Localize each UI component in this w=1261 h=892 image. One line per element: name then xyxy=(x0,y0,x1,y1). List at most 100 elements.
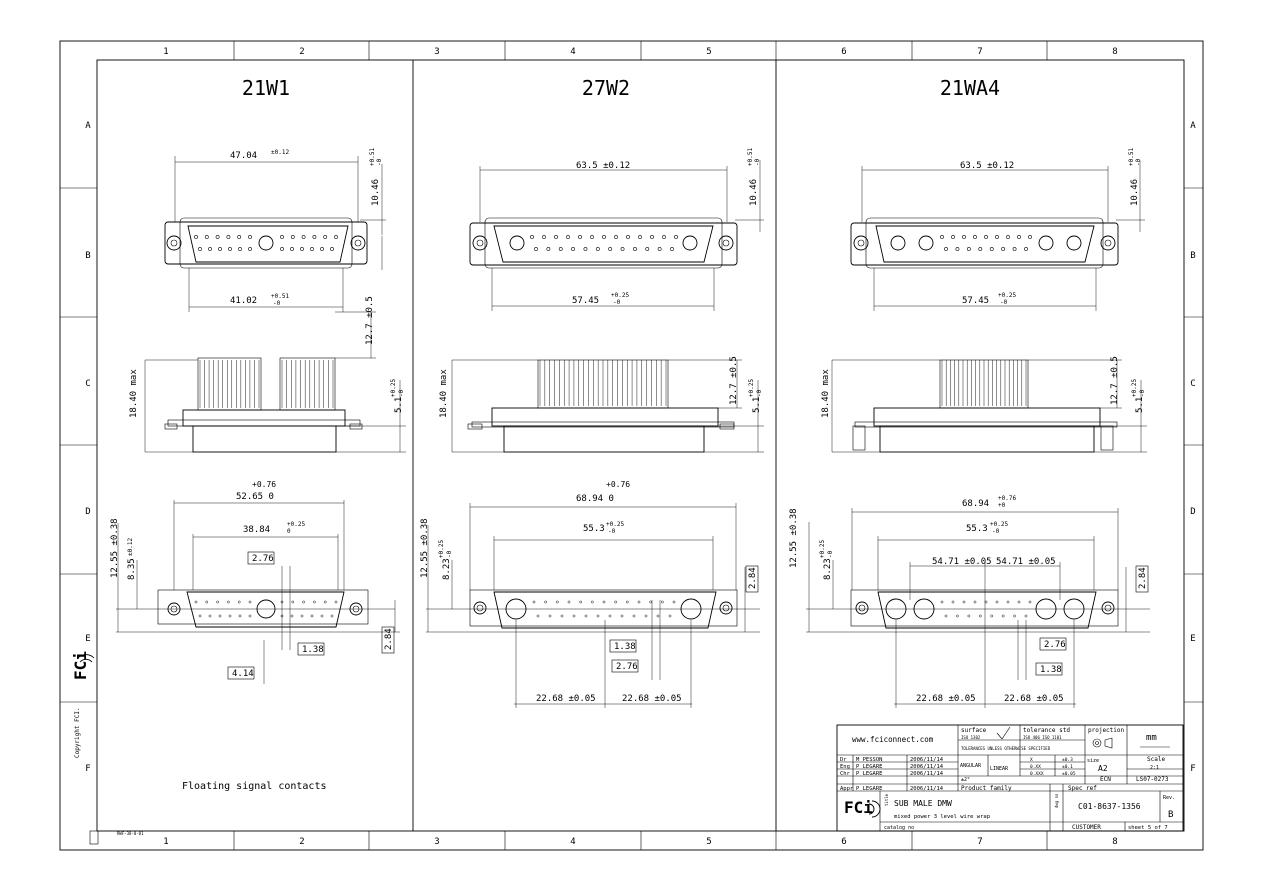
pin-icon xyxy=(302,600,305,604)
dim-cutout-width: 68.94 xyxy=(962,499,989,509)
pin-icon xyxy=(661,600,664,604)
pin-icon xyxy=(216,600,219,604)
pin-icon xyxy=(984,600,988,604)
approval-name: P LEGARE xyxy=(856,786,883,792)
pin-icon xyxy=(637,600,641,604)
dim-tol: +0.25 xyxy=(990,521,1008,528)
pin-icon xyxy=(291,600,295,604)
pin-icon xyxy=(1028,235,1032,239)
pin-icon xyxy=(238,247,242,251)
dim-tol: -0 xyxy=(398,389,405,397)
col-label-top: 4 xyxy=(570,47,575,57)
pin-icon xyxy=(620,614,624,618)
dim-tol: +0.25 xyxy=(998,292,1016,299)
pin-icon xyxy=(583,247,588,251)
power-contact-icon xyxy=(509,235,525,251)
dim-pitch: 22.68 ±0.05 xyxy=(916,694,976,704)
pin-icon xyxy=(542,235,546,239)
dim-box: 2.84 xyxy=(1138,567,1148,589)
pin-icon xyxy=(301,235,306,239)
fci-logo: FCi xyxy=(844,798,873,817)
panel-21wa4: 63.5 ±0.12 57.45 +0.25 -0 10.46 +0.51 -0 xyxy=(789,148,1150,708)
units-label: mm xyxy=(1146,733,1157,743)
website-link[interactable]: www.fciconnect.com xyxy=(852,735,934,744)
pin-icon xyxy=(978,247,983,251)
ecn-number: LS07-0273 xyxy=(1136,776,1169,783)
pin-icon xyxy=(1017,235,1021,239)
pin-icon xyxy=(649,600,652,604)
mounting-hole-icon xyxy=(166,235,182,251)
tol-row: 0.XXX xyxy=(1030,771,1044,777)
col-label-bottom: 5 xyxy=(706,837,711,847)
dim-flange: 5.1 xyxy=(394,397,404,413)
dim-pitch: 22.68 ±0.05 xyxy=(1004,694,1064,704)
pin-icon xyxy=(198,614,202,618)
row-label-right: C xyxy=(1190,379,1195,389)
approval-rows: Dr M PESSON 2006/11/14 Eng P LEGARE 2006… xyxy=(840,757,944,792)
dim-tol: -0 xyxy=(756,389,763,397)
pin-icon xyxy=(966,247,971,251)
dim-box: 1.38 xyxy=(614,642,636,652)
row-label-left: A xyxy=(85,121,91,131)
col-label-top: 2 xyxy=(299,47,304,57)
dim-box: 1.38 xyxy=(1040,665,1062,675)
pin-icon xyxy=(290,235,295,239)
pin-icon xyxy=(1028,600,1032,604)
pin-icon xyxy=(323,600,327,604)
dim-tol: -0 xyxy=(608,528,616,535)
dim-tol: +0.51 xyxy=(747,148,754,166)
pin-icon xyxy=(312,235,317,239)
projection-symbol-icon xyxy=(1092,737,1113,749)
dim-tol: +0.51 xyxy=(271,293,289,300)
pin-icon xyxy=(1013,614,1016,618)
dim-cutout-h2: 8.23 xyxy=(823,558,833,580)
dim-tol: -0 xyxy=(1000,299,1008,306)
pin-icon xyxy=(238,614,242,618)
pin-icon xyxy=(310,247,314,251)
dim-tol: +0.76 xyxy=(606,480,630,489)
dim-tol: +0.25 xyxy=(1131,379,1138,397)
approval-name: P LEGARE xyxy=(856,764,883,770)
pin-icon xyxy=(320,614,324,618)
pin-icon xyxy=(558,247,563,251)
col-label-top: 1 xyxy=(163,47,168,57)
fci-logo-left: FCi xyxy=(71,651,95,680)
pin-icon xyxy=(280,235,284,239)
linear-label: LINEAR xyxy=(990,766,1009,772)
mounting-hole-icon xyxy=(473,601,487,615)
scale-label: Scale xyxy=(1147,756,1165,763)
pin-icon xyxy=(237,235,242,239)
pin-icon xyxy=(602,235,606,239)
pin-icon xyxy=(567,600,571,604)
revision-value: B xyxy=(1168,810,1173,820)
dim-box: 2.76 xyxy=(252,554,274,564)
pin-icon xyxy=(556,600,559,604)
tolerance-std: ISO 406 ISO 1101 xyxy=(1023,735,1062,740)
mounting-hole-icon xyxy=(1100,235,1116,251)
logo-text: FCi xyxy=(71,651,90,680)
pin-icon xyxy=(534,247,538,251)
surface-std: ISO 1302 xyxy=(961,735,981,740)
pin-icon xyxy=(644,614,648,618)
panel-27w2: 63.5 ±0.12 57.45 +0.25 -0 10.46 +0.51 -0 xyxy=(420,148,764,708)
customer-label: CUSTOMER xyxy=(1072,824,1101,831)
pin-icon xyxy=(602,600,606,604)
ecn-label: ECN xyxy=(1100,776,1111,783)
pin-icon xyxy=(227,600,230,604)
pin-icon xyxy=(584,614,588,618)
mounting-hole-icon xyxy=(855,601,869,615)
panel-title-27w2: 27W2 xyxy=(582,76,630,100)
panel-cutout-view xyxy=(157,589,369,628)
dim-cutout-height: 12.55 ±0.38 xyxy=(420,518,430,578)
dim-cutout-width: 68.94 0 xyxy=(576,494,614,504)
pin-icon xyxy=(614,235,618,239)
pin-icon xyxy=(590,235,594,239)
side-view xyxy=(852,359,1118,453)
column-labels: 1 2 3 4 5 6 7 8 1 2 3 4 5 6 7 8 xyxy=(163,47,1117,847)
dim-wire-length: 12.7 ±0.5 xyxy=(729,356,739,405)
mounting-hole-icon xyxy=(472,235,488,251)
dim-flange: 5.1 xyxy=(1135,397,1145,413)
front-view xyxy=(164,217,383,270)
pin-icon xyxy=(626,235,630,239)
pin-icon xyxy=(670,247,674,251)
